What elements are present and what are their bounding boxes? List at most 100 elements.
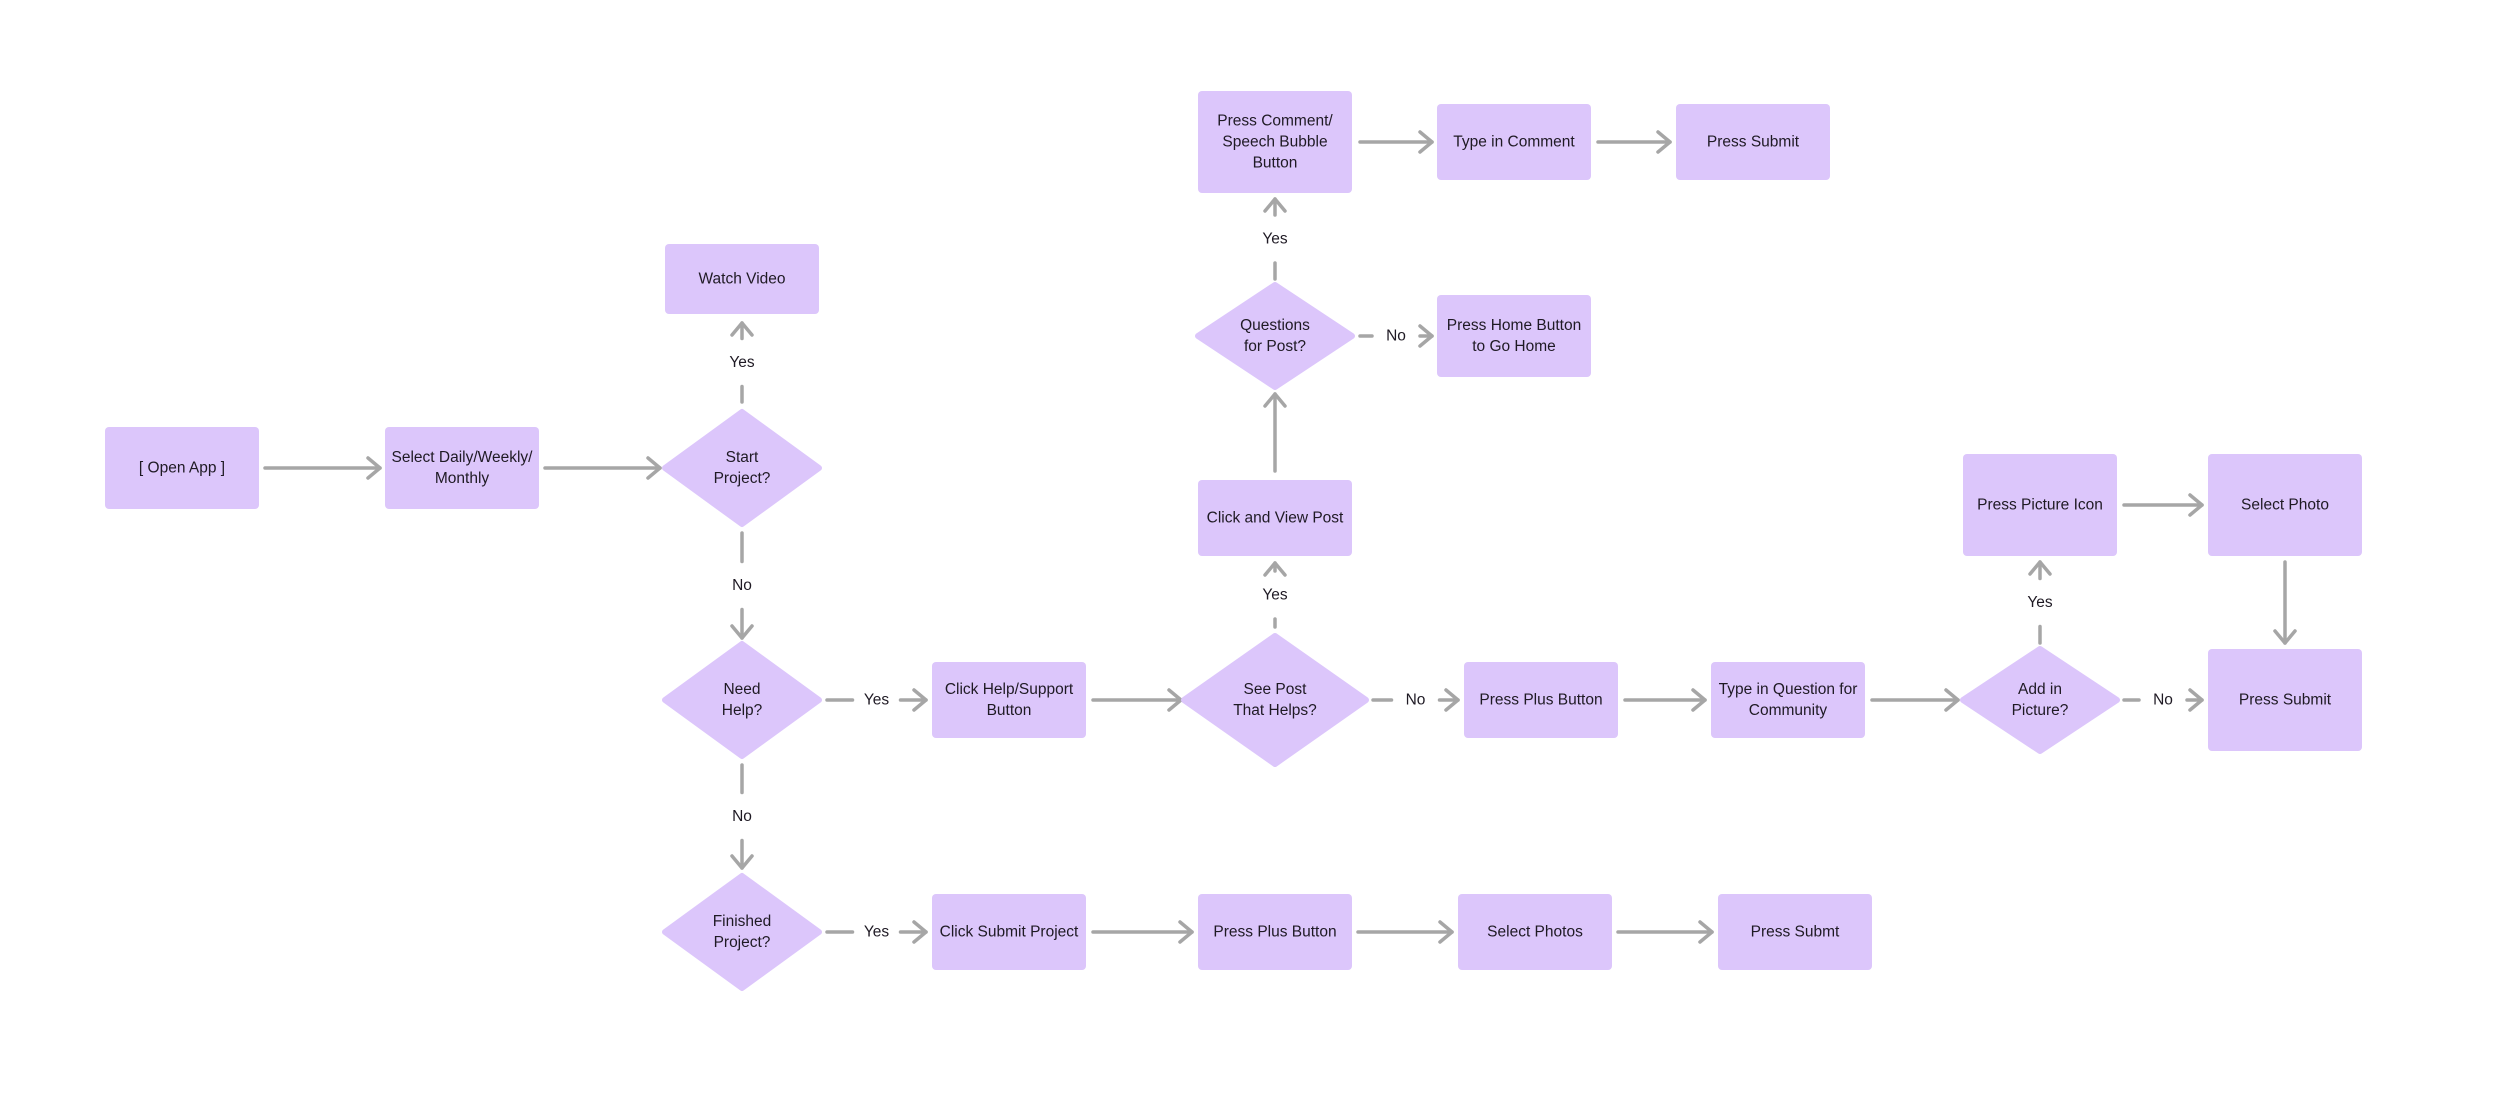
process-box [1711,662,1865,738]
node-label: Add in [2018,681,2062,698]
process-box [932,662,1086,738]
node-select-photos: Select Photos [1458,894,1612,970]
node-press-plus-bottom: Press Plus Button [1198,894,1352,970]
node-label: Press Submit [1707,134,1800,151]
edge-questions-for-post-to-press-home: No [1358,324,1434,348]
decision-diamond [1181,633,1369,767]
node-label: Select Daily/Weekly/ [392,449,534,466]
edge-need-help-to-finished-project: No [730,763,754,870]
node-label: Press Home Button [1447,317,1581,334]
node-press-home: Press Home Button to Go Home [1437,295,1591,377]
process-box [665,244,819,314]
process-box [1676,104,1830,180]
nodes-layer: [ Open App ]Select Daily/Weekly/MonthlyS… [105,91,2362,991]
node-label: Monthly [435,470,490,487]
node-label: Project? [714,470,771,487]
node-label: Click Help/Support [945,681,1074,698]
decision-diamond [1960,646,2120,754]
node-label: Press Plus Button [1479,692,1602,709]
node-label: for Post? [1244,338,1306,355]
node-press-picture-icon: Press Picture Icon [1963,454,2117,556]
process-box [2208,649,2362,751]
edge-label: Yes [864,692,890,709]
node-label: Project? [714,934,771,951]
process-box [105,427,259,509]
edge-questions-for-post-to-press-comment: Yes [1262,197,1288,281]
node-label: Press Submt [1751,924,1840,941]
node-label: Picture? [2012,702,2069,719]
edge-label: No [732,577,752,594]
node-press-submit-right: Press Submit [2208,649,2362,751]
node-label: Community [1749,702,1828,719]
edge-finished-project-to-click-submit-project: Yes [825,920,928,944]
edge-see-post-to-click-view-post: Yes [1262,561,1288,629]
process-box [1198,91,1352,193]
edge-label: Yes [729,354,755,371]
node-select-period: Select Daily/Weekly/Monthly [385,427,539,509]
edge-see-post-to-press-plus-mid: No [1371,688,1460,712]
node-label: Watch Video [698,271,785,288]
edge-start-project-to-watch-video: Yes [729,321,755,404]
edge-label: No [732,808,752,825]
decision-diamond [662,641,822,759]
node-label: to Go Home [1472,338,1556,355]
node-label: [ Open App ] [139,460,225,477]
process-box [1458,894,1612,970]
node-label: Finished [713,913,772,930]
node-type-comment: Type in Comment [1437,104,1591,180]
node-label: Press Plus Button [1213,924,1336,941]
edge-label: Yes [2027,594,2053,611]
node-watch-video: Watch Video [665,244,819,314]
process-box [385,427,539,509]
process-box [1464,662,1618,738]
node-label: Help? [722,702,763,719]
edge-add-picture-to-press-submit-right: No [2122,688,2204,712]
node-label: Select Photos [1487,924,1583,941]
node-label: Start [726,449,759,466]
edge-need-help-to-click-help-support: Yes [825,688,928,712]
decision-diamond [662,873,822,991]
process-box [2208,454,2362,556]
node-select-photo: Select Photo [2208,454,2362,556]
node-questions-for-post: Questions for Post? [1195,282,1355,390]
decision-diamond [662,409,822,527]
node-label: Type in Comment [1453,134,1575,151]
edge-label: Yes [1262,231,1288,248]
node-label: Questions [1240,317,1310,334]
process-box [1437,295,1591,377]
edge-add-picture-to-press-picture-icon: Yes [2027,560,2053,645]
node-add-picture: Add in Picture? [1960,646,2120,754]
process-box [1198,894,1352,970]
node-press-submt: Press Submt [1718,894,1872,970]
node-press-plus-mid: Press Plus Button [1464,662,1618,738]
edge-label: No [1386,328,1406,345]
node-label: See Post [1244,681,1308,698]
node-label: Click Submit Project [940,924,1079,941]
node-label: Select Photo [2241,497,2329,514]
edge-start-project-to-need-help: No [730,531,754,640]
node-click-view-post: Click and View Post [1198,480,1352,556]
node-label: Button [987,702,1032,719]
process-box [1963,454,2117,556]
node-label: Press Comment/ [1217,113,1333,130]
edge-label: No [1406,692,1426,709]
node-label: Press Picture Icon [1977,497,2103,514]
edge-label: No [2153,692,2173,709]
process-box [1198,480,1352,556]
node-label: Speech Bubble [1222,134,1327,151]
node-label: Type in Question for [1719,681,1858,698]
node-label: That Helps? [1233,702,1317,719]
process-box [1718,894,1872,970]
decision-diamond [1195,282,1355,390]
node-click-submit-project: Click Submit Project [932,894,1086,970]
node-label: Button [1253,155,1298,172]
